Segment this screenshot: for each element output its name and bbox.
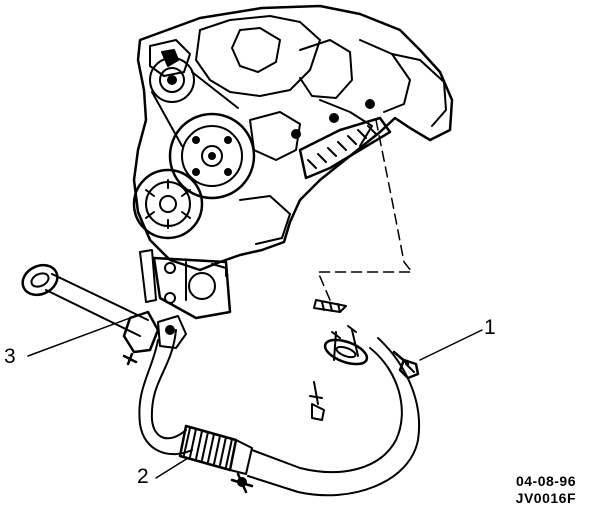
callout-1: 1 bbox=[484, 316, 496, 339]
flex-joint bbox=[178, 424, 254, 494]
callout-2: 2 bbox=[137, 465, 149, 488]
callout-3: 3 bbox=[4, 345, 16, 368]
mounting-bracket bbox=[139, 249, 232, 320]
front-pipe bbox=[21, 263, 193, 455]
figure-code: JV0016F bbox=[515, 490, 576, 506]
rear-pipe bbox=[247, 299, 421, 497]
leader-lines bbox=[27, 317, 483, 479]
date-code: 04-08-96 bbox=[515, 473, 576, 489]
engine-assembly bbox=[132, 4, 454, 301]
